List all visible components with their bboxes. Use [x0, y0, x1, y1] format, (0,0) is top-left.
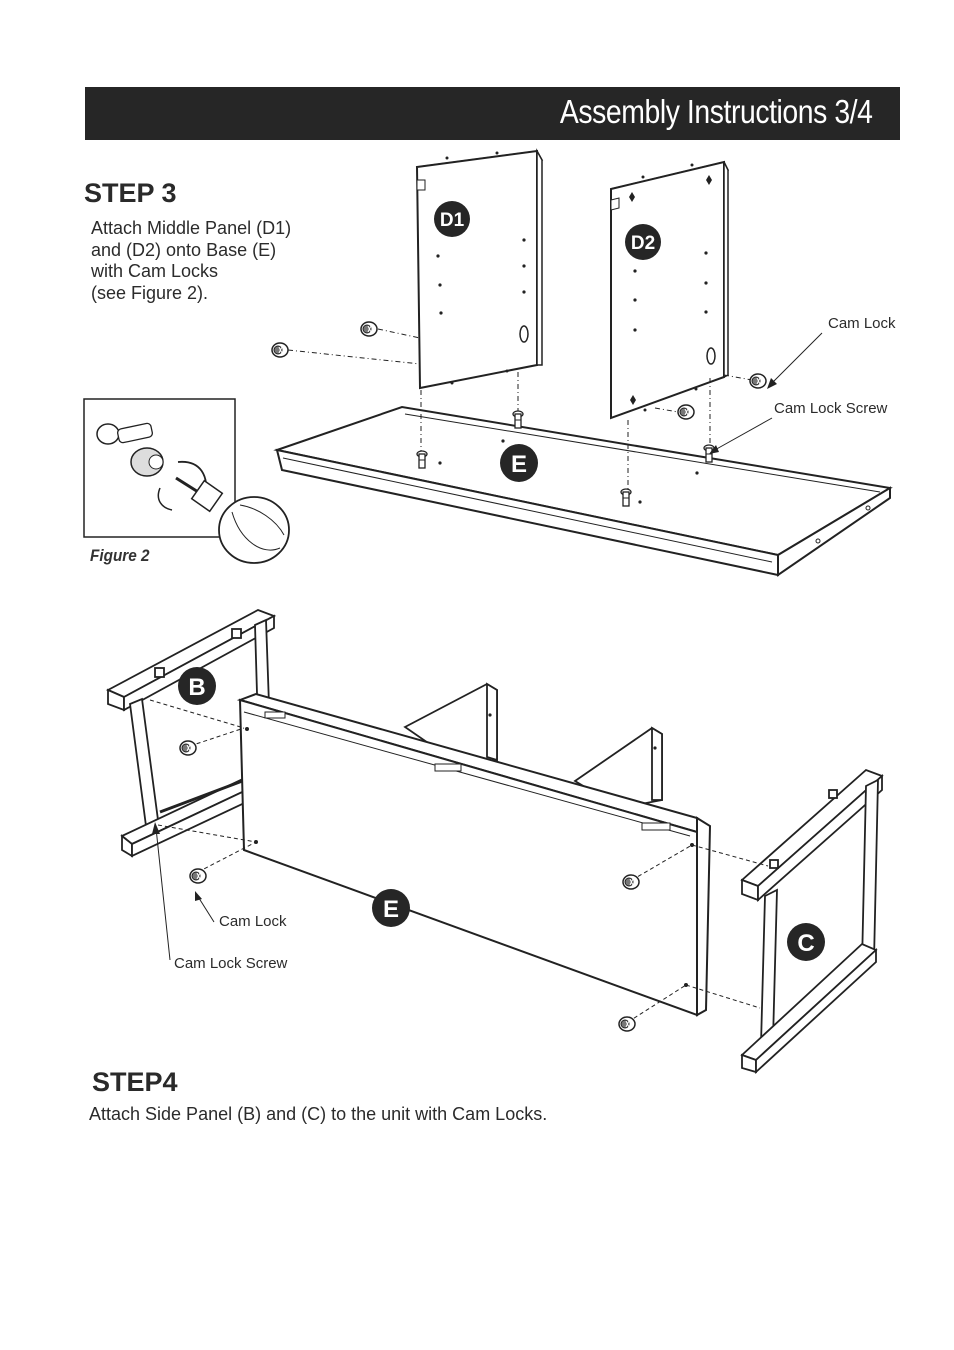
badge-c-label: C	[797, 930, 814, 957]
badge-d1-label: D1	[440, 210, 465, 231]
badge-d2-label: D2	[631, 233, 655, 254]
badge-e-step3: E	[500, 444, 538, 482]
step3-cam-lock-callout: Cam Lock	[828, 315, 896, 332]
middle-panels-assembled	[403, 682, 663, 809]
step3-line-1: Attach Middle Panel (D1)	[91, 218, 292, 238]
page-title: Assembly Instructions 3/4	[559, 93, 872, 130]
side-panel-c	[740, 768, 884, 1075]
step3-line-3: with Cam Locks	[91, 261, 219, 281]
badge-e-step3-label: E	[511, 451, 527, 478]
figure-caption: Figure 2	[90, 546, 150, 565]
header-bar: Assembly Instructions 3/4	[85, 87, 900, 140]
step3-line-2: and (D2) onto Base (E)	[91, 239, 277, 260]
badge-d2: D2	[625, 224, 661, 260]
step4-cam-lock-screw-callout: Cam Lock Screw	[174, 955, 288, 972]
step4-title: STEP4	[92, 1067, 178, 1097]
step3-title: STEP 3	[84, 178, 177, 208]
badge-c: C	[787, 923, 825, 961]
badge-d1: D1	[434, 201, 470, 237]
step3-instructions: Attach Middle Panel (D1) and (D2) onto B…	[91, 218, 291, 304]
badge-e-step4: E	[372, 889, 410, 927]
badge-b: B	[178, 667, 216, 705]
step4-cam-lock-callout: Cam Lock	[219, 913, 287, 930]
middle-panel-d1	[415, 148, 544, 390]
badge-e-step4-label: E	[383, 896, 399, 923]
step3-line-4: (see Figure 2).	[91, 282, 209, 303]
step4-instructions: Attach Side Panel (B) and (C) to the uni…	[89, 1104, 548, 1124]
base-panel-e	[273, 405, 893, 577]
step3-cam-lock-screw-callout: Cam Lock Screw	[774, 400, 888, 417]
front-panel-e	[236, 692, 712, 1017]
badge-b-label: B	[188, 674, 205, 701]
figure-2-detail	[83, 398, 290, 564]
